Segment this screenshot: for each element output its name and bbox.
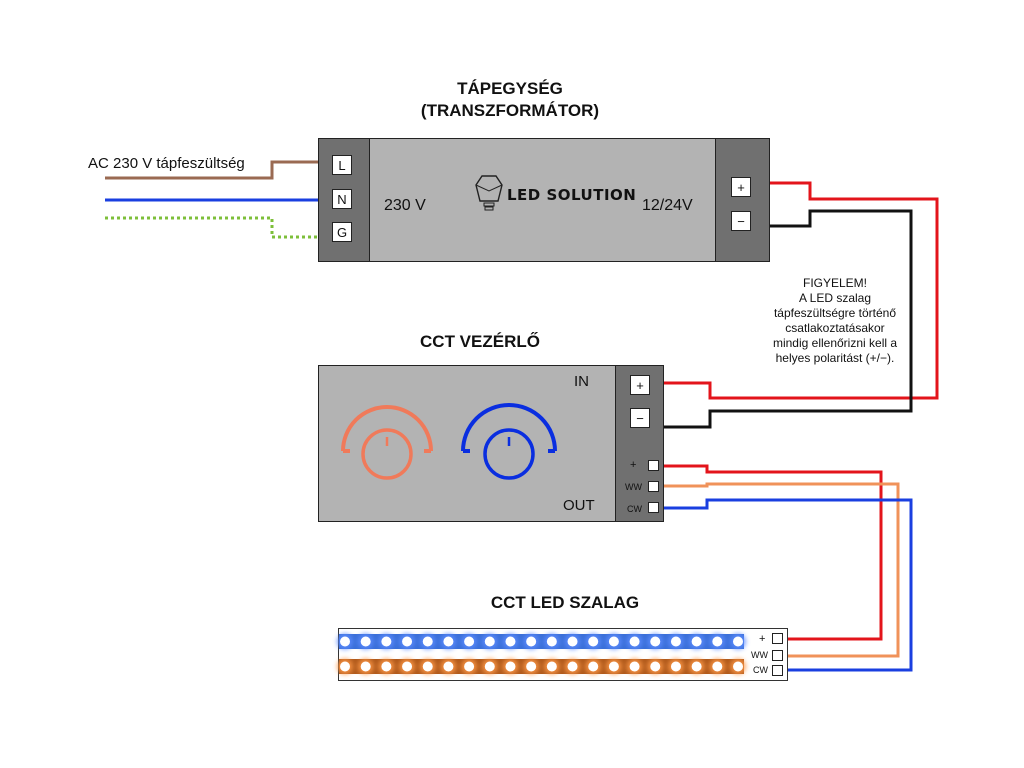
mains-label: AC 230 V tápfeszültség (88, 155, 245, 172)
warning-line: FIGYELEM! (802, 276, 867, 290)
controller-out-ww[interactable] (648, 481, 659, 492)
positive-out-wire (664, 464, 883, 641)
warning-line: tápfeszültségre történő (773, 306, 897, 320)
strip-terminal-plus[interactable] (772, 633, 783, 644)
strip-terminal-ww[interactable] (772, 650, 783, 661)
controller-in-plus[interactable]: + (630, 375, 650, 395)
cw-out-wire (664, 498, 913, 672)
controller-out-cw[interactable] (648, 502, 659, 513)
psu-title-line2: (TRANSZFORMÁTOR) (420, 101, 600, 120)
ground-wire (105, 216, 318, 239)
brand-logo: LED SOLUTION (474, 173, 636, 217)
led-strip (338, 628, 788, 681)
ww-out-wire (664, 482, 900, 658)
strip-plus-label: + (759, 633, 766, 645)
out-label: OUT (563, 497, 595, 514)
strip-title: CCT LED SZALAG (490, 593, 640, 612)
negative-supply-wire (664, 209, 913, 429)
live-wire (105, 160, 318, 180)
controller-body (318, 365, 664, 522)
terminal-l[interactable]: L (332, 155, 352, 175)
warning-line: helyes polaritást (+/−). (775, 351, 895, 365)
output-voltage-label: 12/24V (642, 197, 693, 214)
psu-title-line1: TÁPEGYSÉG (457, 79, 563, 98)
out-plus-label: + (630, 459, 637, 471)
bulb-icon (475, 175, 503, 211)
terminal-n[interactable]: N (332, 189, 352, 209)
strip-ww-label: WW (751, 650, 768, 660)
out-ww-label: WW (625, 482, 642, 492)
warning-line: mindig ellenőrizni kell a (772, 336, 898, 350)
warning-line: csatlakoztatásakor (785, 321, 885, 335)
terminal-g[interactable]: G (332, 222, 352, 242)
psu-output-block (715, 138, 770, 262)
in-label: IN (574, 373, 589, 390)
controller-title: CCT VEZÉRLŐ (420, 332, 540, 351)
out-cw-label: CW (627, 504, 642, 514)
psu-terminal-minus[interactable]: − (731, 211, 751, 231)
power-supply-body (318, 138, 770, 262)
brand-name: LED SOLUTION (507, 186, 637, 204)
strip-terminal-cw[interactable] (772, 665, 783, 676)
polarity-warning: FIGYELEM! A LED szalag tápfeszültségre t… (735, 276, 935, 366)
controller-terminal-block (615, 365, 664, 522)
positive-supply-wire (664, 181, 939, 400)
input-voltage-label: 230 V (384, 197, 426, 214)
psu-terminal-plus[interactable]: + (731, 177, 751, 197)
controller-in-minus[interactable]: − (630, 408, 650, 428)
controller-out-plus[interactable] (648, 460, 659, 471)
warning-line: A LED szalag (798, 291, 872, 305)
strip-cw-label: CW (753, 665, 768, 675)
psu-title: TÁPEGYSÉG (TRANSZFORMÁTOR) (380, 78, 640, 122)
